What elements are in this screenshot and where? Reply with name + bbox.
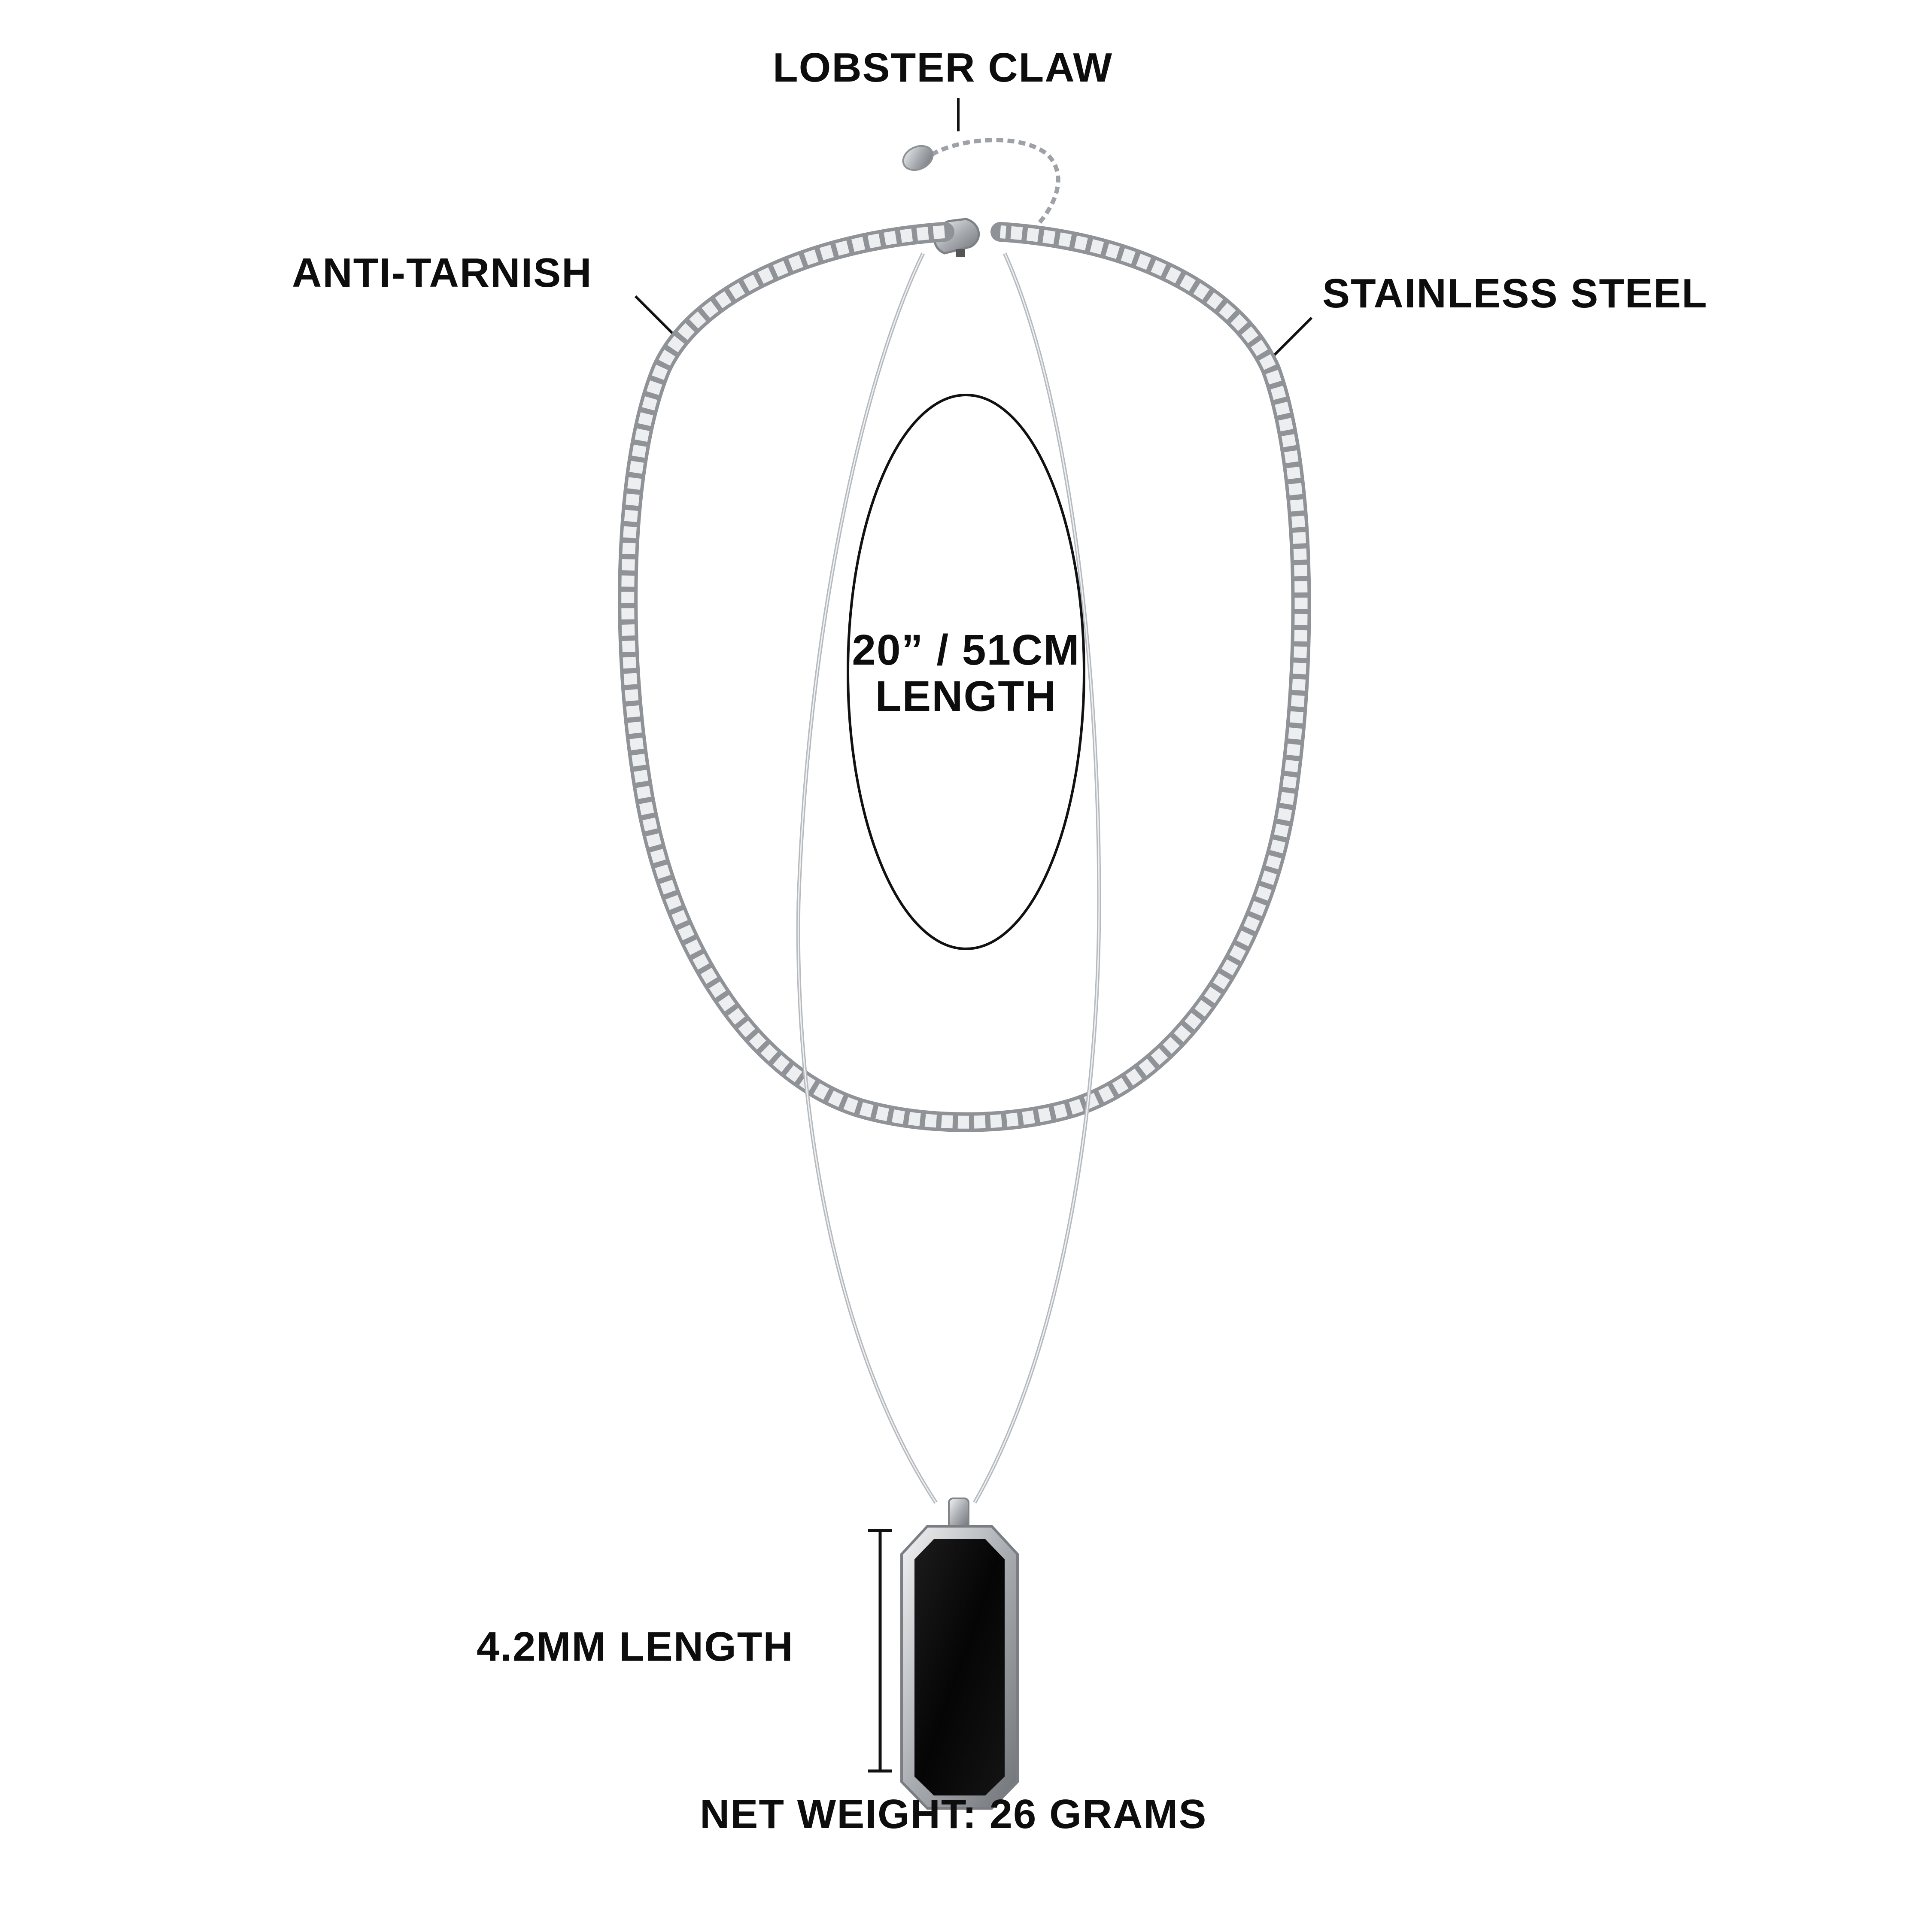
chain-length-measure: 20” / 51CM: [852, 626, 1080, 674]
clasp-label: LOBSTER CLAW: [773, 45, 1113, 91]
net-weight-label: NET WEIGHT: 26 GRAMS: [700, 1791, 1207, 1837]
pendant-stone: [914, 1539, 1005, 1795]
pendant-bail: [948, 1498, 969, 1529]
curb-chain-links: [621, 225, 1308, 1129]
stainless-steel-label: STAINLESS STEEL: [1322, 270, 1708, 316]
anti-tarnish-label: ANTI-TARNISH: [292, 250, 592, 296]
snake-chain: [796, 252, 1101, 1504]
snake-chain-highlight: [797, 253, 1100, 1503]
clasp-ring: [956, 249, 965, 257]
anti-tarnish-leader-line: [634, 295, 677, 338]
stainless-steel-leader-line: [1270, 316, 1313, 360]
extender-tag: [902, 145, 934, 171]
extender-chain: [930, 138, 1060, 225]
chain-length-label: 20” / 51CM LENGTH: [841, 627, 1091, 720]
length-oval: [847, 394, 1085, 950]
pendant-length-label: 4.2MM LENGTH: [477, 1624, 794, 1670]
chain-length-word: LENGTH: [875, 672, 1057, 720]
